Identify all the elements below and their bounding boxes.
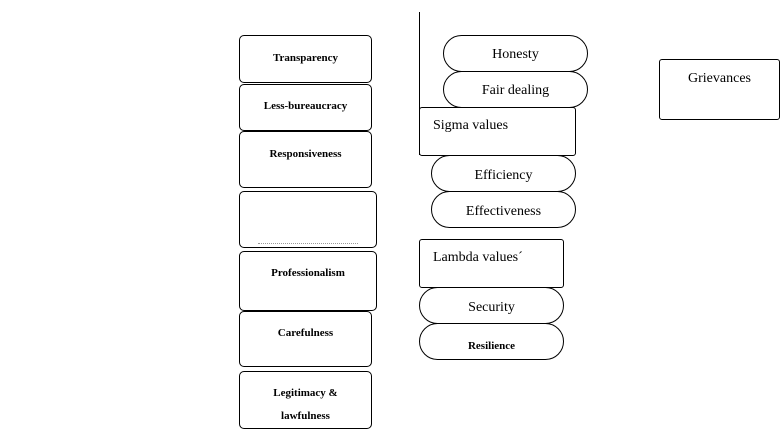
faint-marks [258, 242, 358, 244]
effectiveness-label: Effectiveness [465, 204, 542, 219]
carefulness-box: Carefulness [239, 311, 372, 367]
effectiveness-pill: Effectiveness [431, 191, 576, 228]
responsiveness-box: Responsiveness [239, 131, 372, 188]
transparency-label: Transparency [273, 52, 338, 64]
vertical-divider [419, 12, 420, 155]
transparency-box: Transparency [239, 35, 372, 83]
honesty-label: Honesty [492, 47, 539, 62]
less-bureaucracy-box: Less-bureaucracy [239, 84, 372, 131]
professionalism-box: Professionalism [239, 251, 377, 311]
fair-dealing-label: Fair dealing [481, 83, 550, 98]
security-pill: Security [419, 287, 564, 324]
legitimacy-box: Legitimacy & lawfulness [239, 371, 372, 429]
sigma-values-label: Sigma values [433, 118, 509, 133]
empty-box [239, 191, 377, 248]
responsiveness-label: Responsiveness [269, 148, 342, 160]
lambda-values-box: Lambda values´ [419, 239, 564, 288]
honesty-pill: Honesty [443, 35, 588, 72]
resilience-pill: Resilience [419, 323, 564, 360]
fair-dealing-pill: Fair dealing [443, 71, 588, 108]
legitimacy-label-line2: lawfulness [281, 410, 330, 422]
professionalism-label: Professionalism [271, 267, 345, 279]
carefulness-label: Carefulness [277, 327, 334, 339]
efficiency-pill: Efficiency [431, 155, 576, 192]
security-label: Security [468, 300, 515, 315]
sigma-values-box: Sigma values [419, 107, 576, 156]
grievances-box: Grievances [659, 59, 780, 120]
resilience-label: Resilience [467, 340, 516, 352]
lambda-values-label: Lambda values´ [433, 250, 523, 265]
efficiency-label: Efficiency [474, 168, 533, 183]
grievances-label: Grievances [688, 71, 751, 86]
legitimacy-label-line1: Legitimacy & [273, 387, 338, 399]
less-bureaucracy-label: Less-bureaucracy [263, 100, 348, 112]
